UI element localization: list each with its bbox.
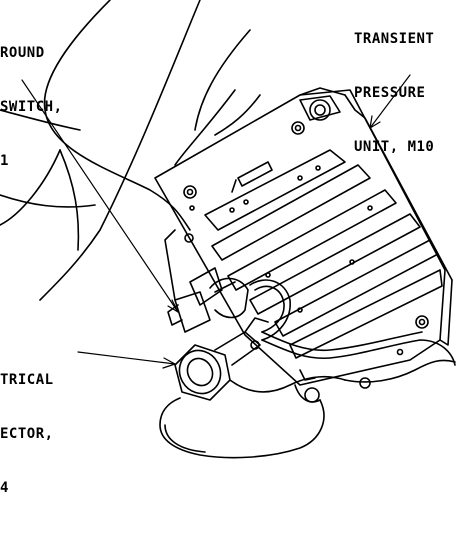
aircraft-structure — [0, 0, 261, 301]
wiring-harness — [159, 279, 456, 459]
pressure-unit-callout: TRANSIENT PRESSURE UNIT, M10 — [354, 0, 434, 192]
pressure-unit-callout-line-3: UNIT, M10 — [354, 139, 435, 155]
tube-fitting — [231, 161, 273, 193]
panel-ribs — [204, 149, 443, 359]
electrical-connector-callout-line-1: TRICAL — [0, 372, 54, 388]
leader-lines — [21, 74, 411, 369]
electrical-connector-callout: TRICAL ECTOR, 4 — [0, 335, 54, 533]
line-drawing — [0, 0, 456, 459]
ground-switch — [167, 267, 249, 333]
pressure-unit-callout-line-1: TRANSIENT — [354, 31, 435, 47]
electrical-connector-callout-line-3: 4 — [0, 480, 9, 496]
diagram-canvas: ROUND SWITCH, 1 TRANSIENT PRESSURE UNIT,… — [0, 0, 457, 496]
electrical-connector-callout-line-2: ECTOR, — [0, 426, 54, 442]
pressure-unit-callout-line-2: PRESSURE — [354, 85, 426, 101]
ground-switch-callout-line-2: SWITCH, — [0, 99, 63, 115]
ground-switch-callout-line-1: ROUND — [0, 45, 45, 61]
electrical-connector — [174, 317, 269, 401]
pressure-unit-panel — [154, 87, 453, 386]
ground-switch-callout: ROUND SWITCH, 1 — [0, 8, 63, 206]
ground-switch-callout-line-3: 1 — [0, 153, 9, 169]
